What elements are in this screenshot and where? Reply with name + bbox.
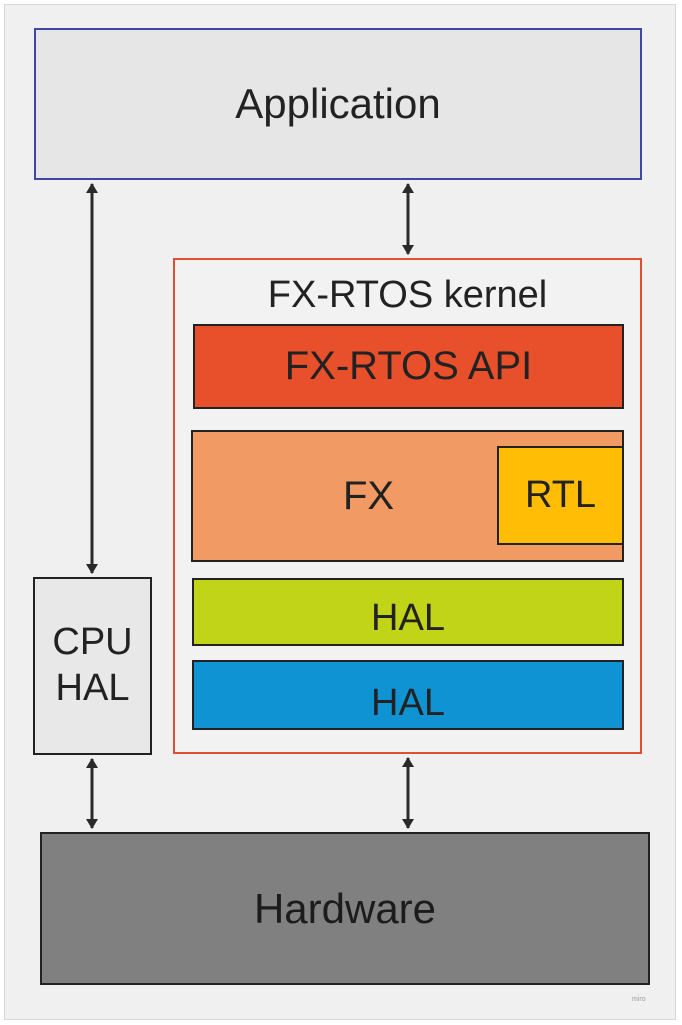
cpu-hal-block: CPU HAL xyxy=(33,577,152,755)
api-label: FX-RTOS API xyxy=(284,344,533,388)
hal-upper-label: HAL xyxy=(371,596,445,639)
kernel-title: FX-RTOS kernel xyxy=(267,274,548,316)
cpu-hal-label-line1: CPU xyxy=(52,621,133,664)
hardware-label: Hardware xyxy=(253,884,437,932)
hal-block-upper: HAL xyxy=(192,578,624,646)
hal-block-lower: HAL xyxy=(192,660,624,730)
hardware-block: Hardware xyxy=(40,832,650,985)
application-label: Application xyxy=(235,80,441,127)
rtl-block: RTL xyxy=(497,446,624,545)
miro-watermark: miro xyxy=(632,996,646,1003)
rtl-label: RTL xyxy=(524,474,597,516)
fx-label: FX xyxy=(343,473,395,518)
hal-lower-label: HAL xyxy=(371,681,445,724)
cpu-hal-label-line2: HAL xyxy=(55,667,130,709)
application-block: Application xyxy=(34,28,642,180)
fx-rtos-api-block: FX-RTOS API xyxy=(193,324,624,409)
